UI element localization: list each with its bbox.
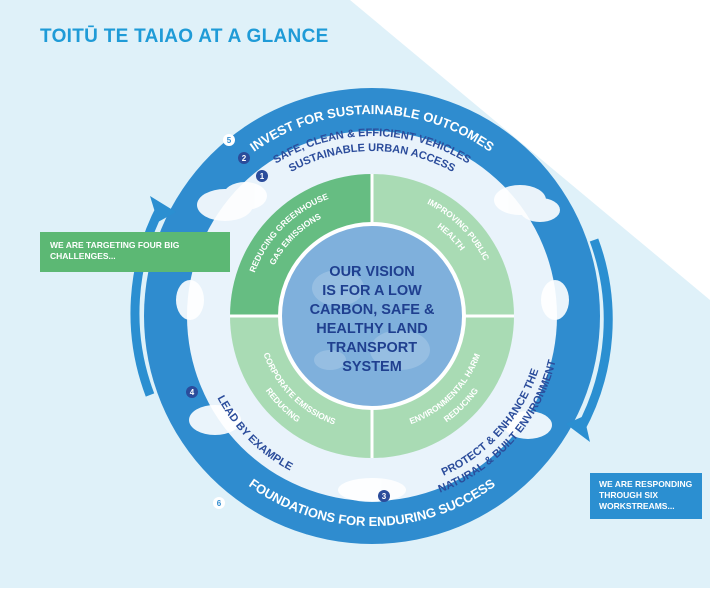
numbered-circle-icon: 4 — [186, 386, 198, 398]
svg-text:1: 1 — [260, 172, 265, 181]
vision-line: CARBON, SAFE & — [310, 302, 435, 318]
vision-line: OUR VISION — [329, 264, 414, 280]
svg-text:6: 6 — [217, 499, 222, 508]
vision-line: IS FOR A LOW — [322, 283, 422, 299]
vision-statement: OUR VISION IS FOR A LOW CARBON, SAFE & H… — [310, 264, 435, 375]
svg-text:4: 4 — [190, 388, 195, 397]
svg-text:5: 5 — [227, 136, 232, 145]
numbered-circle-icon: 3 — [378, 490, 390, 502]
svg-text:2: 2 — [242, 154, 247, 163]
vision-line: HEALTHY LAND — [316, 321, 427, 337]
svg-text:3: 3 — [382, 492, 387, 501]
numbered-circle-icon: 2 — [238, 152, 250, 164]
globe — [278, 222, 466, 410]
callout-workstreams: WE ARE RESPONDING THROUGH SIX WORKSTREAM… — [590, 473, 702, 519]
vision-line: TRANSPORT — [327, 340, 417, 356]
callout-challenges: WE ARE TARGETING FOUR BIG CHALLENGES... — [40, 232, 230, 272]
circular-arrows-icon — [130, 196, 613, 442]
vision-line: SYSTEM — [342, 359, 402, 375]
globe-land — [312, 270, 430, 370]
page-title: TOITŪ TE TAIAO AT A GLANCE — [40, 26, 329, 47]
numbered-circle-icon: 1 — [256, 170, 268, 182]
numbered-circle-icon: 5 — [223, 134, 235, 146]
cloud-decorations — [176, 182, 569, 502]
numbered-circle-icon: 6 — [213, 497, 225, 509]
